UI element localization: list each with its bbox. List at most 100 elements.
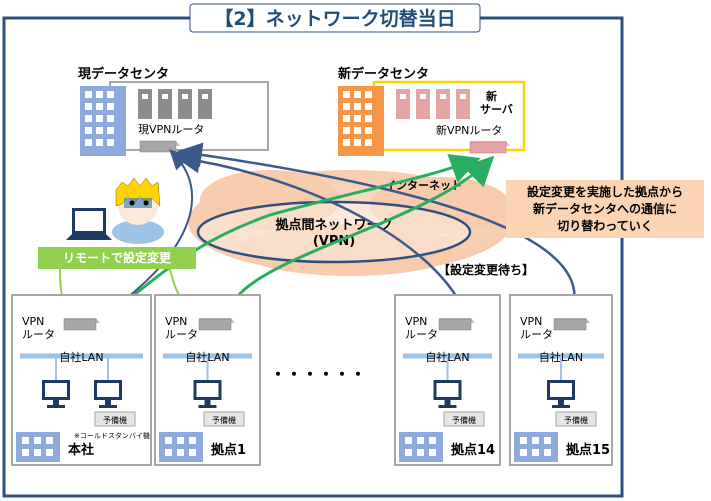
building-window: [417, 449, 424, 456]
vpn-router-body: [553, 318, 587, 331]
current-dc-label: 現データセンタ: [78, 66, 169, 82]
pc-screen: [550, 383, 572, 397]
site-building-icon: [514, 432, 558, 462]
cold-standby-note: ※コールドスタンバイ機: [74, 431, 150, 440]
building-window: [34, 437, 41, 444]
pc-stand: [105, 400, 111, 405]
building-window: [177, 437, 184, 444]
site-building-icon: [16, 432, 60, 462]
new-dc-building-icon: [338, 86, 384, 156]
pc-base: [99, 405, 117, 408]
more-sites-ellipsis: ・・・・・・: [270, 365, 366, 384]
building-window: [189, 437, 196, 444]
building-window: [165, 449, 172, 456]
waiting-label: 【設定変更待ち】: [438, 262, 534, 277]
callout-line-2: 新データセンタへの通信に: [533, 201, 677, 216]
switchover-callout: [506, 180, 704, 238]
spare-device-label: 予備機: [103, 415, 127, 425]
building-window: [520, 437, 527, 444]
core-network-label: 拠点間ネットワーク: [275, 217, 392, 233]
building-window: [532, 437, 539, 444]
building-window: [22, 449, 29, 456]
pc-base: [47, 405, 65, 408]
building-window: [429, 449, 436, 456]
spare-device-label: 予備機: [452, 415, 476, 425]
building-window: [165, 437, 172, 444]
new-vpn-router-icon: [469, 141, 510, 154]
vpn-router-body: [63, 318, 97, 331]
current-dc-building-icon: [80, 86, 126, 156]
pc-base: [552, 405, 570, 408]
pc-screen: [196, 383, 219, 397]
operator-person-icon: [112, 177, 164, 244]
current-dc-servers-icon: [138, 89, 212, 119]
spare-device-box: [94, 411, 136, 427]
building-window: [417, 437, 424, 444]
pc-screen: [436, 383, 459, 397]
building-window: [177, 449, 184, 456]
laptop-icon: [66, 208, 112, 240]
pc-screen: [45, 383, 67, 397]
building-window: [34, 449, 41, 456]
spare-device-box: [443, 411, 485, 427]
site-name: 本社: [68, 442, 94, 458]
pc-stand: [444, 400, 451, 405]
building-window: [532, 449, 539, 456]
new-dc-servers-icon: [396, 89, 470, 119]
vpn-router-body: [438, 318, 472, 331]
callout-line-3: 切り替わっていく: [557, 218, 652, 233]
callout-line-1: 設定変更を実施した拠点から: [527, 184, 683, 199]
current-vpn-router-icon: [139, 140, 180, 153]
site-name: 拠点15: [566, 442, 610, 458]
title-box: [189, 3, 481, 33]
spare-device-box: [203, 411, 245, 427]
page-title: 【2】ネットワーク切替当日: [214, 7, 455, 30]
hq-to-new-dc-arrow: [94, 154, 481, 322]
building-window: [520, 449, 527, 456]
spare-device-box: [555, 411, 597, 427]
lan-label: 自社LAN: [59, 350, 103, 364]
pc-stand: [558, 400, 564, 405]
site-name: 拠点1: [211, 442, 246, 458]
site-building-icon: [159, 432, 203, 462]
site-building-icon: [399, 432, 443, 462]
vpn-router-body: [198, 318, 232, 331]
building-window: [46, 437, 53, 444]
building-window: [544, 449, 551, 456]
new-vpn-router-label: 新VPNルータ: [436, 123, 502, 137]
building-window: [405, 437, 412, 444]
site14-to-current-dc-arrow: [175, 148, 470, 321]
pc-stand: [53, 400, 59, 405]
spare-device-label: 予備機: [564, 415, 588, 425]
building-window: [22, 437, 29, 444]
pc-stand: [204, 400, 211, 405]
lan-label: 自社LAN: [425, 350, 469, 364]
new-dc-label: 新データセンタ: [338, 66, 429, 82]
current-vpn-router-label: 現VPNルータ: [138, 123, 204, 136]
site-name: 拠点14: [451, 442, 495, 458]
remote-config-label: リモートで設定変更: [63, 250, 172, 265]
spare-device-label: 予備機: [212, 415, 236, 425]
pc-base: [198, 405, 217, 408]
building-window: [189, 449, 196, 456]
pc-base: [438, 405, 457, 408]
pc-screen: [97, 383, 119, 397]
lan-label: 自社LAN: [539, 350, 583, 364]
building-window: [544, 437, 551, 444]
building-window: [46, 449, 53, 456]
building-window: [405, 449, 412, 456]
lan-label: 自社LAN: [185, 350, 229, 364]
building-window: [429, 437, 436, 444]
new-server-label: 新 サーバ: [480, 89, 513, 116]
